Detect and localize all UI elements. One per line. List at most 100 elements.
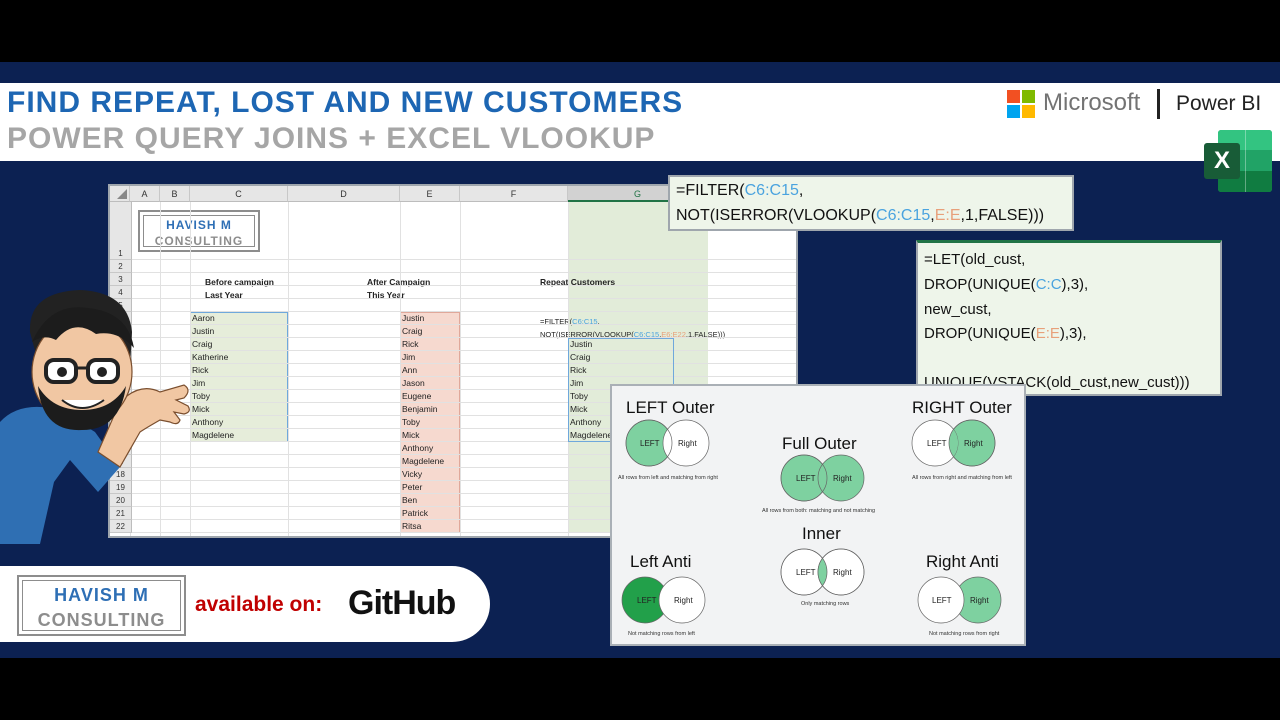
before-header: Before campaign — [205, 277, 274, 287]
column-header-d[interactable]: D — [288, 186, 400, 202]
repeat-customer-cell[interactable]: Craig — [570, 352, 591, 362]
let-formula-box: =LET(old_cust, DROP(UNIQUE(C:C),3), new_… — [916, 240, 1222, 396]
cartoon-avatar — [0, 290, 190, 544]
left-outer-right-label: Right — [678, 439, 697, 448]
last-year-customer-cell[interactable]: Toby — [192, 391, 210, 401]
this-year-customer-cell[interactable]: Benjamin — [402, 404, 438, 414]
column-fill — [190, 312, 288, 442]
this-year-customer-cell[interactable]: Jim — [402, 352, 416, 362]
filter-formula-box: =FILTER(C6:C15, NOT(ISERROR(VLOOKUP(C6:C… — [668, 175, 1074, 231]
left-anti-caption: Not matching rows from left — [628, 631, 695, 637]
repeat-customer-cell[interactable]: Anthony — [570, 417, 602, 427]
repeat-formula-line2: NOT(ISERROR(VLOOKUP(C6:C15,E6:E22,1,FALS… — [540, 330, 726, 339]
grid-row-line — [132, 311, 796, 312]
grid-column-line — [400, 202, 401, 536]
full-outer-caption: All rows from both: matching and not mat… — [762, 508, 876, 514]
after-subheader: This Year — [367, 290, 405, 300]
repeat-customer-cell[interactable]: Jim — [570, 378, 584, 388]
github-link[interactable]: GitHub — [348, 584, 456, 622]
row-header-4[interactable]: 4 — [110, 286, 132, 299]
column-header-a[interactable]: A — [130, 186, 160, 202]
sheet-logo-line2: CONSULTING — [154, 234, 244, 248]
row-header-1[interactable]: 1 — [110, 202, 132, 260]
select-all-corner[interactable] — [110, 186, 130, 202]
this-year-customer-cell[interactable]: Ben — [402, 495, 418, 505]
excel-icon-letter: X — [1204, 143, 1240, 179]
repeat-customer-cell[interactable]: Magdelene — [570, 430, 613, 440]
this-year-customer-cell[interactable]: Ritsa — [402, 521, 422, 531]
footer-logo: HAVISH M CONSULTING — [17, 575, 186, 636]
left-anti-right-label: Right — [674, 596, 693, 605]
grid-row-line — [132, 376, 796, 377]
grid-row-line — [132, 337, 796, 338]
let-formula-line3: new_cust, — [924, 301, 992, 318]
last-year-customer-cell[interactable]: Katherine — [192, 352, 229, 362]
this-year-customer-cell[interactable]: Jason — [402, 378, 425, 388]
last-year-customer-cell[interactable]: Magdelene — [192, 430, 235, 440]
this-year-customer-cell[interactable]: Rick — [402, 339, 419, 349]
grid-row-line — [132, 480, 796, 481]
grid-row-line — [132, 454, 796, 455]
last-year-customer-cell[interactable]: Justin — [192, 326, 215, 336]
this-year-customer-cell[interactable]: Craig — [402, 326, 423, 336]
left-anti-left-label: LEFT — [637, 596, 657, 605]
title-line-1: FIND REPEAT, LOST AND NEW CUSTOMERS — [7, 86, 684, 119]
filter-formula-line2: NOT(ISERROR(VLOOKUP(C6:C15,E:E,1,FALSE))… — [676, 207, 1045, 224]
column-header-f[interactable]: F — [460, 186, 568, 202]
last-year-customer-cell[interactable]: Mick — [192, 404, 210, 414]
right-anti-left-label: LEFT — [932, 596, 952, 605]
this-year-customer-cell[interactable]: Mick — [402, 430, 420, 440]
this-year-customer-cell[interactable]: Eugene — [402, 391, 432, 401]
column-header-e[interactable]: E — [400, 186, 460, 202]
last-year-customer-cell[interactable]: Anthony — [192, 417, 224, 427]
grid-row-line — [132, 272, 796, 273]
left-outer-left-label: LEFT — [640, 439, 660, 448]
row-header-20[interactable]: 20 — [110, 494, 132, 507]
let-formula-line2: DROP(UNIQUE(C:C),3), — [924, 276, 1089, 293]
grid-row-line — [132, 506, 796, 507]
this-year-customer-cell[interactable]: Peter — [402, 482, 423, 492]
column-header-c[interactable]: C — [190, 186, 288, 202]
grid-row-line — [132, 467, 796, 468]
grid-row-line — [132, 402, 796, 403]
column-fill — [400, 312, 460, 533]
this-year-customer-cell[interactable]: Justin — [402, 313, 425, 323]
column-header-b[interactable]: B — [160, 186, 190, 202]
let-formula-line1: =LET(old_cust, — [924, 251, 1026, 268]
right-anti-right-label: Right — [970, 596, 989, 605]
repeat-customer-cell[interactable]: Rick — [570, 365, 587, 375]
grid-row-line — [132, 493, 796, 494]
title-line-2: POWER QUERY JOINS + EXCEL VLOOKUP — [7, 122, 656, 155]
repeat-customer-cell[interactable]: Justin — [570, 339, 593, 349]
this-year-customer-cell[interactable]: Magdelene — [402, 456, 445, 466]
last-year-customer-cell[interactable]: Aaron — [192, 313, 215, 323]
last-year-customer-cell[interactable]: Rick — [192, 365, 209, 375]
repeat-customer-cell[interactable]: Mick — [570, 404, 588, 414]
row-header-3[interactable]: 3 — [110, 273, 132, 286]
inner-right-label: Right — [833, 568, 852, 577]
grid-row-line — [132, 363, 796, 364]
repeat-customer-cell[interactable]: Toby — [570, 391, 588, 401]
this-year-customer-cell[interactable]: Anthony — [402, 443, 434, 453]
row-header-2[interactable]: 2 — [110, 260, 132, 273]
full-outer-right-label: Right — [833, 474, 852, 483]
this-year-customer-cell[interactable]: Vicky — [402, 469, 423, 479]
grid-row-line — [132, 428, 796, 429]
last-year-customer-cell[interactable]: Craig — [192, 339, 213, 349]
grid-row-line — [132, 532, 796, 533]
row-header-22[interactable]: 22 — [110, 520, 132, 533]
this-year-customer-cell[interactable]: Ann — [402, 365, 418, 375]
full-outer-venn — [780, 454, 865, 502]
this-year-customer-cell[interactable]: Patrick — [402, 508, 428, 518]
inner-caption: Only matching rows — [801, 601, 850, 607]
before-subheader: Last Year — [205, 290, 243, 300]
right-outer-left-label: LEFT — [927, 439, 947, 448]
venn-diagrams: LEFT Right LEFT Right LEFT Right LEFT Ri… — [621, 419, 1002, 624]
row-header-19[interactable]: 19 — [110, 481, 132, 494]
inner-title: Inner — [802, 524, 841, 543]
last-year-customer-cell[interactable]: Jim — [192, 378, 206, 388]
grid-column-line — [190, 202, 191, 536]
row-header-21[interactable]: 21 — [110, 507, 132, 520]
this-year-customer-cell[interactable]: Toby — [402, 417, 420, 427]
join-types-diagram: LEFT Outer Full Outer RIGHT Outer Inner … — [610, 384, 1026, 646]
